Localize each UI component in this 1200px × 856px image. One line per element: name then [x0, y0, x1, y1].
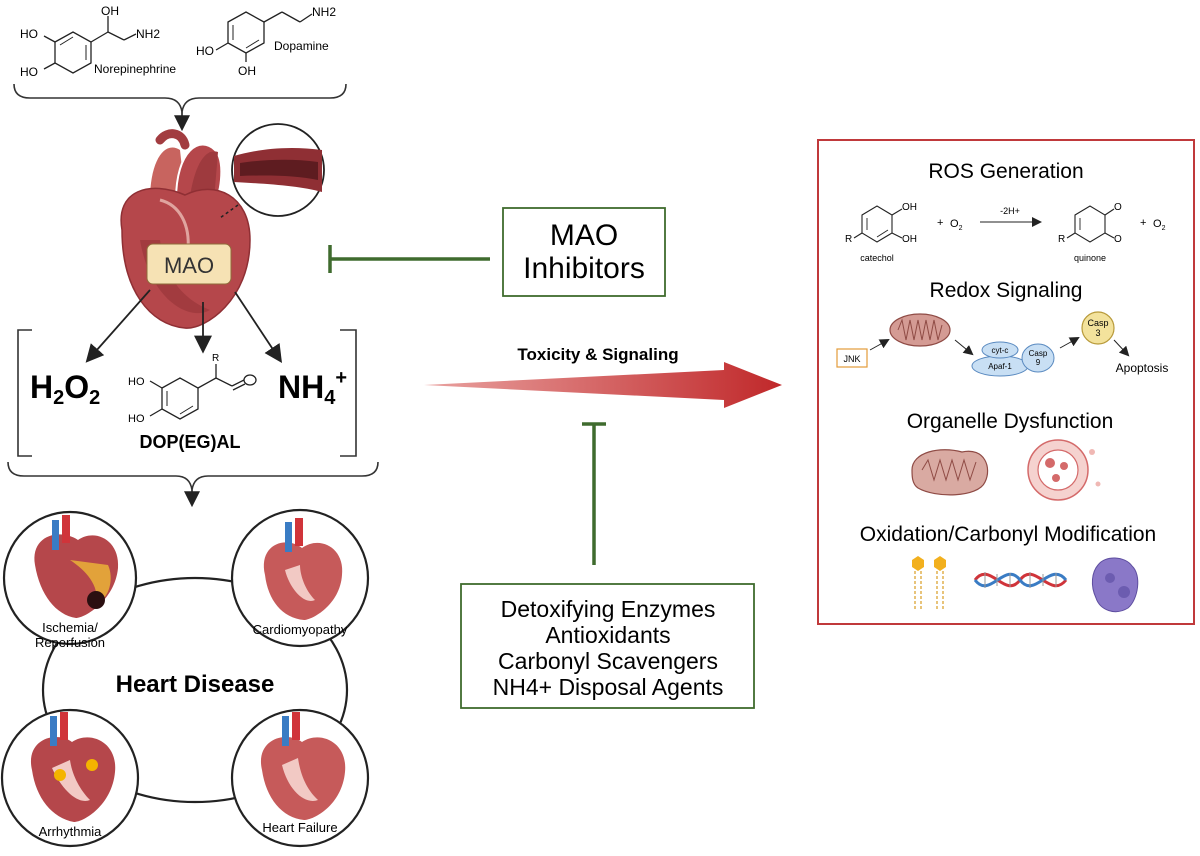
quinone-o-top: O: [1114, 202, 1122, 213]
disease-heart-failure: Heart Failure: [230, 708, 370, 848]
disease-ischemia: Ischemia/Reperfusion: [2, 510, 138, 650]
quinone-label: quinone: [1074, 253, 1106, 263]
dopamine-ho: HO: [196, 44, 214, 58]
arrhythmia-label: Arrhythmia: [39, 824, 103, 839]
ros-superoxide: O2: [1153, 218, 1166, 232]
apaf-label: Apaf-1: [988, 362, 1012, 371]
dopegal-ho-top: HO: [128, 376, 145, 388]
quinone-structure: O O R quinone: [1058, 202, 1122, 263]
jnk-label: JNK: [843, 354, 860, 364]
cardiomyopathy-label: Cardiomyopathy: [253, 622, 348, 637]
lipid-icon: [912, 556, 946, 611]
detox-line-4: NH4+ Disposal Agents: [493, 674, 724, 700]
catechol-oh-bottom: OH: [902, 234, 917, 245]
jnk-box: [836, 348, 868, 368]
catechol-oh-top: OH: [902, 202, 917, 213]
heart-illustration: [120, 129, 251, 329]
ros-title: ROS Generation: [928, 160, 1083, 183]
molecules-brace: [13, 83, 347, 113]
mao-label: MAO: [164, 253, 214, 278]
organelle-title: Organelle Dysfunction: [907, 410, 1114, 433]
redox-title: Redox Signaling: [930, 279, 1083, 302]
ros-o2: O2: [950, 218, 963, 232]
dopegal-structure: R HO HO: [128, 353, 257, 425]
ros-reaction-label: -2H+: [1000, 206, 1020, 216]
ros-plus-1: +: [937, 217, 943, 229]
detox-line-1: Detoxifying Enzymes: [501, 596, 716, 622]
dopegal-r: R: [212, 353, 219, 364]
nh4-label: NH4+: [278, 367, 347, 409]
ne-ho-bottom: HO: [20, 65, 38, 79]
toxicity-label: Toxicity & Signaling: [517, 345, 678, 364]
dopamine-label: Dopamine: [274, 39, 329, 53]
disease-arrhythmia: Arrhythmia: [0, 708, 140, 848]
ros-plus-2: +: [1140, 217, 1146, 229]
protein-icon: [1091, 557, 1139, 613]
dopegal-ho-bottom: HO: [128, 413, 145, 425]
ne-oh: OH: [101, 4, 119, 18]
dopamine-structure: NH2 HO OH Dopamine: [196, 5, 336, 78]
mechanisms-panel: [817, 139, 1195, 625]
mao-box: [146, 243, 232, 285]
dopamine-nh2: NH2: [312, 5, 336, 19]
ne-ho-top: HO: [20, 27, 38, 41]
disease-cardiomyopathy: Cardiomyopathy: [230, 508, 370, 648]
oxidation-title: Oxidation/Carbonyl Modification: [860, 523, 1156, 546]
cytc-label: cyt-c: [992, 346, 1009, 355]
quinone-r: R: [1058, 234, 1065, 245]
right-bracket: [340, 329, 357, 457]
heart-failure-label: Heart Failure: [262, 820, 337, 835]
vessel-magnifier: [219, 123, 325, 219]
detox-line-2: Antioxidants: [545, 622, 670, 648]
products-brace: [7, 461, 379, 491]
mao-inhibitors-line1: MAO: [550, 219, 618, 252]
left-bracket: [17, 329, 32, 457]
disease-ring: [41, 576, 349, 804]
ne-nh2: NH2: [136, 27, 160, 41]
mitochondrion-icon: [889, 313, 951, 347]
apoptosis-label: Apoptosis: [1116, 361, 1169, 375]
norepinephrine-label: Norepinephrine: [94, 62, 176, 76]
quinone-o-bottom: O: [1114, 234, 1122, 245]
damaged-lysosome-icon: [1027, 439, 1101, 501]
detox-box: [460, 583, 755, 709]
catechol-label: catechol: [860, 253, 894, 263]
dopegal-label: DOP(EG)AL: [140, 432, 241, 452]
dna-icon: [973, 572, 1068, 588]
catechol-structure: OH OH R catechol: [845, 202, 917, 263]
casp3-icon: [1081, 311, 1115, 345]
mao-inhibitors-line2: Inhibitors: [523, 252, 645, 285]
mao-inhibitors-box: [502, 207, 666, 297]
detox-line-3: Carbonyl Scavengers: [498, 648, 718, 674]
norepinephrine-structure: OH NH2 HO HO Norepinephrine: [20, 4, 176, 79]
ischemia-label: Ischemia/Reperfusion: [35, 620, 105, 650]
toxicity-arrow: [424, 362, 782, 408]
dopamine-oh: OH: [238, 64, 256, 78]
catechol-r: R: [845, 234, 852, 245]
damaged-mitochondrion-icon: [911, 449, 989, 496]
h2o2-label: H2O2: [30, 369, 100, 409]
heart-disease-title: Heart Disease: [116, 671, 275, 698]
